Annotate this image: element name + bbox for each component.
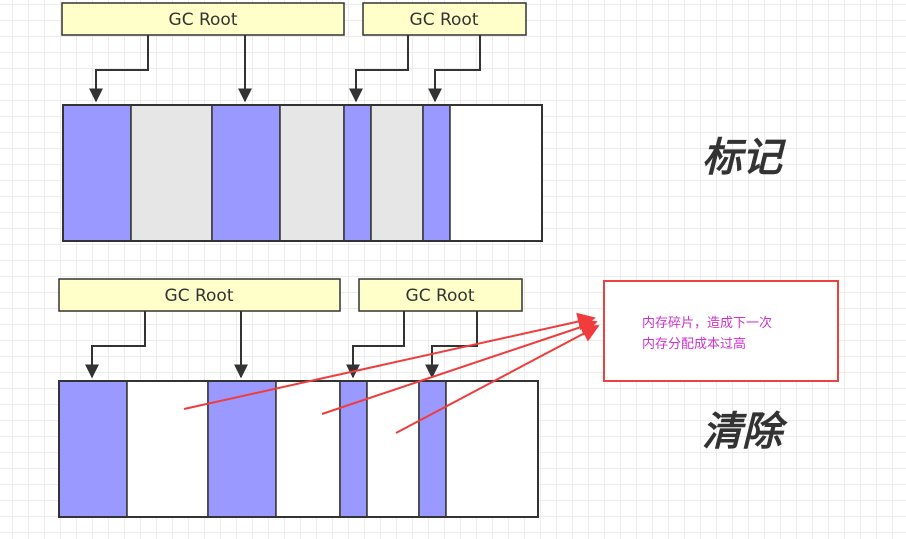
fragmentation-note: 内存碎片，造成下一次 内存分配成本过高	[603, 280, 839, 382]
mark-block-8	[449, 104, 543, 242]
mark-gc-root-1: GC Root	[61, 2, 345, 36]
sweep-heap-outline	[58, 380, 539, 518]
mark-gc-root-1-label: GC Root	[169, 10, 238, 30]
mark-reference-arrow-3	[349, 35, 409, 103]
mark-block-5	[343, 104, 372, 242]
sweep-gc-root-2: GC Root	[358, 278, 523, 312]
mark-block-3	[211, 104, 281, 242]
mark-block-6	[370, 104, 424, 242]
mark-title: 标记	[702, 136, 787, 180]
sweep-block-6	[366, 380, 420, 518]
mark-gc-root-2-box	[362, 2, 527, 36]
fragment-arrow-1	[183, 312, 596, 410]
mark-gc-root-2-label: GC Root	[410, 10, 479, 30]
fragmentation-note-line-2: 内存分配成本过高	[642, 336, 746, 352]
mark-block-7	[422, 104, 451, 242]
mark-heap-outline	[62, 104, 543, 242]
sweep-gc-root-1: GC Root	[58, 278, 341, 312]
sweep-gc-root-1-box	[58, 278, 341, 312]
sweep-phase: GC Root GC Root 清除	[58, 278, 788, 518]
mark-reference-arrow-1	[89, 35, 149, 103]
fragment-arrow-3	[395, 325, 600, 434]
mark-reference-arrow-4	[428, 35, 481, 103]
sweep-heap-bar	[58, 380, 539, 518]
sweep-block-8	[445, 380, 539, 518]
fragmentation-note-box	[603, 280, 839, 382]
mark-gc-root-2: GC Root	[362, 2, 527, 36]
mark-block-4	[279, 104, 345, 242]
mark-block-2	[130, 104, 213, 242]
sweep-block-2	[126, 380, 209, 518]
mark-block-1	[62, 104, 132, 242]
sweep-block-5	[339, 380, 368, 518]
fragmentation-note-line-1: 内存碎片，造成下一次	[642, 315, 772, 331]
sweep-gc-root-1-label: GC Root	[165, 286, 234, 306]
mark-gc-root-1-box	[61, 2, 345, 36]
sweep-block-4	[275, 380, 341, 518]
sweep-reference-arrow-4	[425, 311, 478, 379]
fragment-arrow-2	[321, 318, 598, 415]
sweep-title: 清除	[702, 410, 788, 454]
sweep-gc-root-2-label: GC Root	[406, 286, 475, 306]
sweep-reference-arrow-1	[85, 311, 146, 379]
sweep-block-3	[207, 380, 277, 518]
sweep-gc-root-2-box	[358, 278, 523, 312]
sweep-block-1	[58, 380, 128, 518]
mark-phase: GC Root GC Root 标记	[61, 2, 787, 242]
sweep-block-7	[418, 380, 447, 518]
mark-heap-bar	[62, 104, 543, 242]
sweep-reference-arrow-3	[346, 311, 405, 379]
